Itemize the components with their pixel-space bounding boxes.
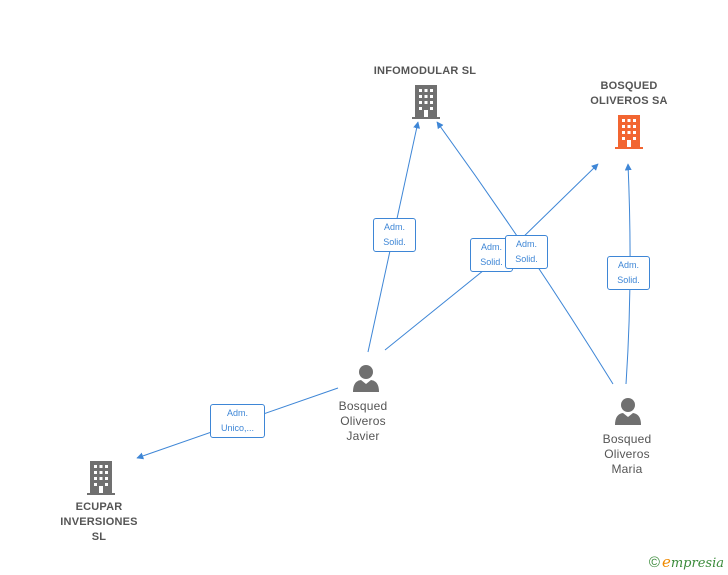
edge-label-javier-ecupar[interactable]: Adm. Unico,... (210, 404, 265, 438)
company-name-line: SL (91, 531, 107, 543)
company-name[interactable]: INFOMODULAR SL (373, 65, 477, 77)
company-name[interactable]: ECUPAR INVERSIONES SL (29, 500, 169, 545)
person-icon[interactable] (351, 363, 381, 393)
person-name-line: Maria (611, 462, 643, 476)
empresia-watermark[interactable]: ©empresia (649, 553, 724, 571)
person-name-line: Oliveros (604, 447, 650, 461)
company-name-line: ECUPAR (75, 501, 123, 513)
edge-label-line: Adm. (515, 239, 537, 249)
edge-label-line: Adm. (383, 222, 405, 232)
company-name-line: INVERSIONES (60, 516, 138, 528)
edge-label-line: Adm. (617, 260, 639, 270)
person-icon[interactable] (613, 396, 643, 426)
person-name-line: Bosqued (602, 432, 652, 446)
edge-label-line: Unico,... (220, 423, 254, 433)
person-name[interactable]: Bosqued Oliveros Javier (293, 399, 433, 444)
copyright-icon: © (648, 554, 660, 571)
edge-label-line: Solid. (515, 254, 538, 264)
person-name-line: Javier (346, 429, 380, 443)
company-name-line: BOSQUED (600, 80, 658, 92)
person-name-line: Bosqued (338, 399, 388, 413)
edge-label-line: Solid. (617, 275, 640, 285)
building-icon[interactable] (410, 84, 442, 120)
person-name-line: Oliveros (340, 414, 386, 428)
edge-label-maria-bosqued[interactable]: Adm. Solid. (607, 256, 650, 290)
edge-label-line: Solid. (383, 237, 406, 247)
company-name[interactable]: BOSQUED OLIVEROS SA (559, 79, 699, 109)
edge-label-line: Solid. (480, 257, 503, 267)
building-icon[interactable] (613, 114, 645, 150)
edge-label-javier-infomodular[interactable]: Adm. Solid. (373, 218, 416, 252)
edge-label-line: Adm. (226, 408, 248, 418)
building-icon[interactable] (85, 460, 117, 496)
edge-label-maria-infomodular[interactable]: Adm. Solid. (505, 235, 548, 269)
person-name[interactable]: Bosqued Oliveros Maria (557, 432, 697, 477)
brand-logo-text: mpresia (670, 556, 724, 571)
brand-logo-initial: e (661, 553, 671, 571)
company-name-line: OLIVEROS SA (590, 95, 668, 107)
edge-label-line: Adm. (480, 242, 502, 252)
